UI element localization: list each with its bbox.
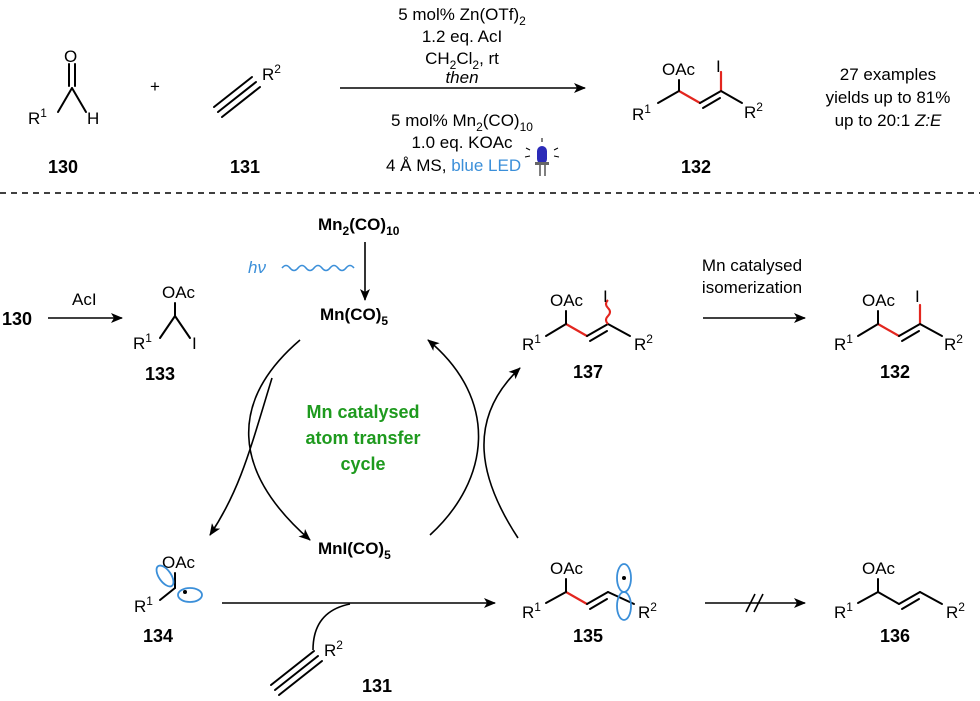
compound-134: OAc R1 134 <box>134 553 203 646</box>
svg-text:1.2 eq. AcI: 1.2 eq. AcI <box>422 27 502 46</box>
svg-text:R2: R2 <box>944 332 963 354</box>
svg-text:R1: R1 <box>134 594 153 616</box>
branch-arrow-to-137 <box>483 367 521 539</box>
cycle-label: Mn catalysed atom transfer cycle <box>305 402 420 474</box>
svg-text:CH2Cl2, rt: CH2Cl2, rt <box>425 49 499 72</box>
svg-text:O: O <box>64 47 77 66</box>
svg-text:OAc: OAc <box>162 553 196 572</box>
svg-text:Mn catalysed: Mn catalysed <box>702 256 802 275</box>
mnco5-label: Mn(CO)5 <box>320 305 388 328</box>
svg-text:R1: R1 <box>632 102 651 124</box>
svg-text:R2: R2 <box>744 100 763 122</box>
svg-text:cycle: cycle <box>340 454 385 474</box>
svg-text:I: I <box>915 287 920 306</box>
svg-text:OAc: OAc <box>662 60 696 79</box>
compound-number-131b: 131 <box>362 676 392 696</box>
blue-led-icon <box>524 138 560 176</box>
svg-text:R1: R1 <box>28 106 47 128</box>
svg-text:R2: R2 <box>946 600 965 622</box>
svg-text:I: I <box>192 334 197 353</box>
compound-136: OAc R1 R2 136 <box>834 559 965 646</box>
svg-text:27 examples: 27 examples <box>840 65 936 84</box>
light-wave-icon <box>281 264 355 272</box>
svg-text:R1: R1 <box>834 332 853 354</box>
start-130: 130 <box>2 309 32 329</box>
svg-text:1.0 eq. KOAc: 1.0 eq. KOAc <box>411 133 513 152</box>
svg-text:R1: R1 <box>522 600 541 622</box>
compound-137: OAc I R1 R2 137 <box>522 287 653 382</box>
compound-number-131: 131 <box>230 157 260 177</box>
svg-text:5 mol% Zn(OTf)2: 5 mol% Zn(OTf)2 <box>398 5 526 28</box>
compound-number-133: 133 <box>145 364 175 384</box>
svg-text:R1: R1 <box>133 331 152 353</box>
conditions-below: 5 mol% Mn2(CO)10 1.0 eq. KOAc 4 Å MS, bl… <box>386 111 533 175</box>
conditions-above: 5 mol% Zn(OTf)2 1.2 eq. AcI CH2Cl2, rt t… <box>398 5 526 87</box>
compound-135: OAc R1 R2 135 <box>522 559 657 646</box>
cycle-arrow-left <box>247 339 311 541</box>
svg-text:4 Å MS, blue LED: 4 Å MS, blue LED <box>386 156 521 175</box>
svg-text:5 mol% Mn2(CO)10: 5 mol% Mn2(CO)10 <box>391 111 533 134</box>
svg-text:I: I <box>716 57 721 76</box>
svg-text:Mn catalysed: Mn catalysed <box>306 402 419 422</box>
cycle-arrow-right <box>427 339 480 536</box>
mn2co10-label: Mn2(CO)10 <box>318 215 400 238</box>
svg-text:R2: R2 <box>634 332 653 354</box>
svg-text:OAc: OAc <box>862 291 896 310</box>
svg-text:yields up to 81%: yields up to 81% <box>826 88 951 107</box>
svg-text:OAc: OAc <box>862 559 896 578</box>
compound-number-132b: 132 <box>880 362 910 382</box>
svg-text:R1: R1 <box>522 332 541 354</box>
svg-text:isomerization: isomerization <box>702 278 802 297</box>
compound-number-136: 136 <box>880 626 910 646</box>
svg-text:then: then <box>445 68 478 87</box>
svg-text:R2: R2 <box>638 600 657 622</box>
svg-text:OAc: OAc <box>550 291 584 310</box>
svg-text:AcI: AcI <box>72 290 97 309</box>
compound-133: OAc I R1 133 <box>133 283 197 384</box>
compound-131: R2 131 <box>213 62 281 177</box>
svg-text:atom transfer: atom transfer <box>305 428 420 448</box>
svg-text:I: I <box>603 287 608 306</box>
svg-text:OAc: OAc <box>162 283 196 302</box>
compound-number-137: 137 <box>573 362 603 382</box>
svg-text:up to 20:1 Z:E: up to 20:1 Z:E <box>835 111 942 130</box>
svg-text:R1: R1 <box>834 600 853 622</box>
compound-130: O R1 H 130 <box>28 47 99 177</box>
compound-131-bottom: R2 131 <box>270 638 392 696</box>
compound-number-130: 130 <box>48 157 78 177</box>
branch-arrow-to-134 <box>209 377 273 536</box>
hv-label: hν <box>248 258 266 277</box>
svg-text:OAc: OAc <box>550 559 584 578</box>
summary-text: 27 examples yields up to 81% up to 20:1 … <box>826 65 951 130</box>
compound-number-134: 134 <box>143 626 173 646</box>
compound-132-top: OAc I R1 R2 132 <box>632 57 763 177</box>
mnico5-label: MnI(CO)5 <box>318 539 391 562</box>
compound-132-mechanism: OAc I R1 R2 132 <box>834 287 963 382</box>
svg-text:R2: R2 <box>324 638 343 660</box>
compound-number-135: 135 <box>573 626 603 646</box>
plus-sign: + <box>150 77 160 96</box>
svg-text:H: H <box>87 109 99 128</box>
svg-text:R2: R2 <box>262 62 281 84</box>
compound-number-132: 132 <box>681 157 711 177</box>
